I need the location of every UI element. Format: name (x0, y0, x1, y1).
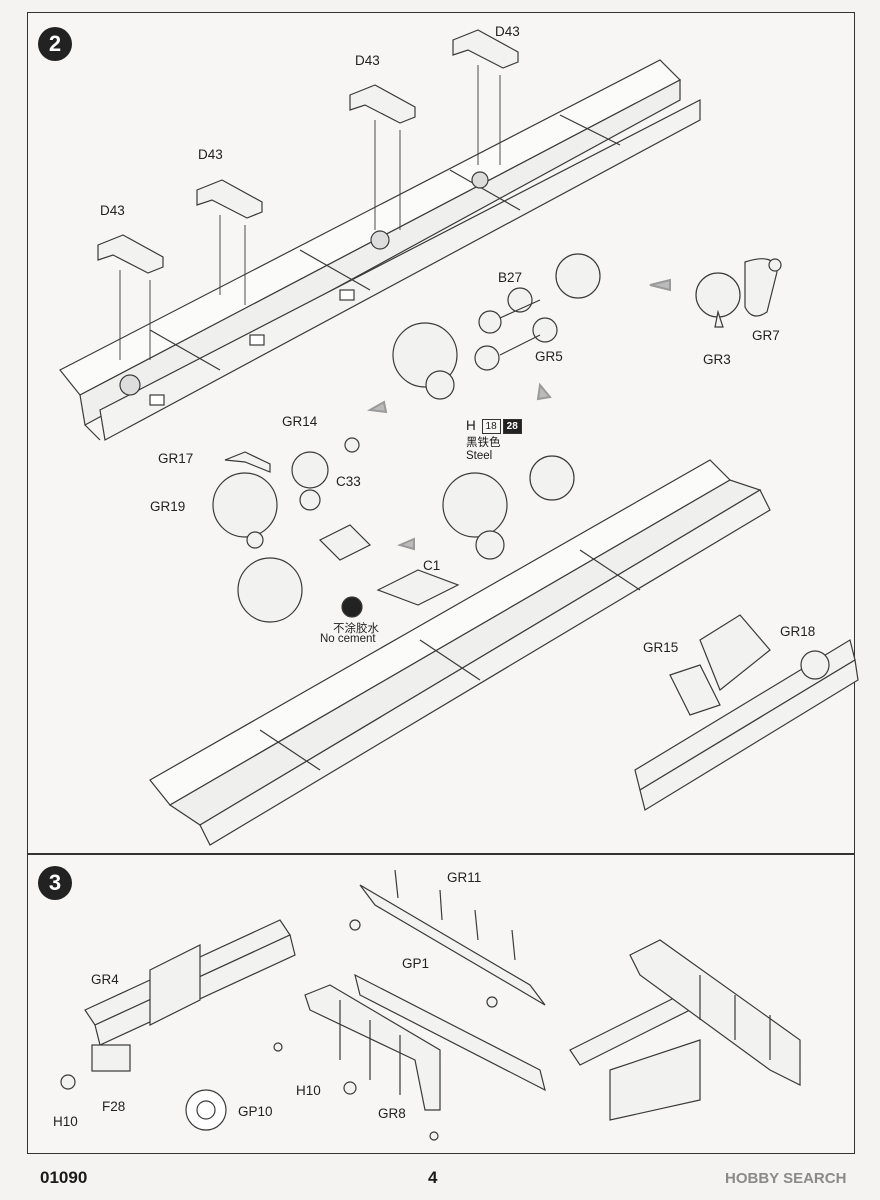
label-gr14: GR14 (282, 414, 318, 429)
gp10-callout (185, 1089, 227, 1131)
paint-color-cn: 黑铁色 (466, 436, 501, 449)
axle-assembly-upper (392, 253, 601, 400)
label-no-cement-cn: 不涂胶水 (333, 623, 379, 635)
product-code: 01090 (40, 1168, 88, 1187)
label-gr3: GR3 (703, 352, 731, 367)
rear-frame-detail (634, 614, 859, 811)
no-cement-symbol (341, 596, 363, 618)
label-gr8: GR8 (378, 1106, 406, 1121)
label-d43-4: D43 (495, 24, 520, 39)
label-h10-right: H10 (296, 1083, 321, 1098)
label-gp1: GP1 (402, 956, 430, 971)
watermark: HOBBY SEARCH (725, 1170, 847, 1187)
step3-left-chassis (60, 919, 296, 1090)
d43-brackets (97, 29, 519, 274)
wheel-hub-assembly (212, 437, 372, 623)
label-f28: F28 (102, 1099, 126, 1114)
upper-chassis-frame (59, 59, 701, 441)
label-gr17: GR17 (158, 451, 194, 466)
lower-chassis-frame (149, 455, 771, 846)
gr8-bumper (273, 984, 441, 1141)
paint-code-b: 28 (502, 418, 522, 434)
label-gr11: GR11 (447, 870, 482, 885)
label-h10-left: H10 (53, 1114, 78, 1129)
paint-color-en: Steel (466, 449, 493, 462)
label-b27: B27 (498, 270, 523, 285)
paint-code-a: 18 (481, 418, 501, 434)
step3-completed-view (569, 939, 801, 1121)
label-gr15: GR15 (643, 640, 679, 655)
label-gp10: GP10 (238, 1104, 273, 1119)
direction-arrows (366, 278, 671, 551)
paint-letter: H (466, 418, 476, 433)
step-2-panel (27, 12, 855, 854)
label-no-cement-en: No cement (320, 633, 376, 645)
label-d43-2: D43 (198, 147, 223, 162)
page-number: 4 (428, 1168, 438, 1187)
step-2-badge: 2 (38, 27, 72, 61)
step-3-badge: 3 (38, 866, 72, 900)
label-c1: C1 (423, 558, 441, 573)
label-gr18: GR18 (780, 624, 816, 639)
label-c33: C33 (336, 474, 361, 489)
label-gr5: GR5 (535, 349, 563, 364)
gr3-gr7-parts (695, 258, 782, 328)
label-d43-3: D43 (355, 53, 380, 68)
gr11-bumper (349, 869, 546, 1008)
label-gr7: GR7 (752, 328, 780, 343)
label-gr19: GR19 (150, 499, 186, 514)
d43-leader-lines (119, 65, 501, 360)
label-gr4: GR4 (91, 972, 119, 987)
gp1-rail (354, 973, 546, 1092)
label-d43-1: D43 (100, 203, 125, 218)
c1-part (376, 569, 460, 606)
